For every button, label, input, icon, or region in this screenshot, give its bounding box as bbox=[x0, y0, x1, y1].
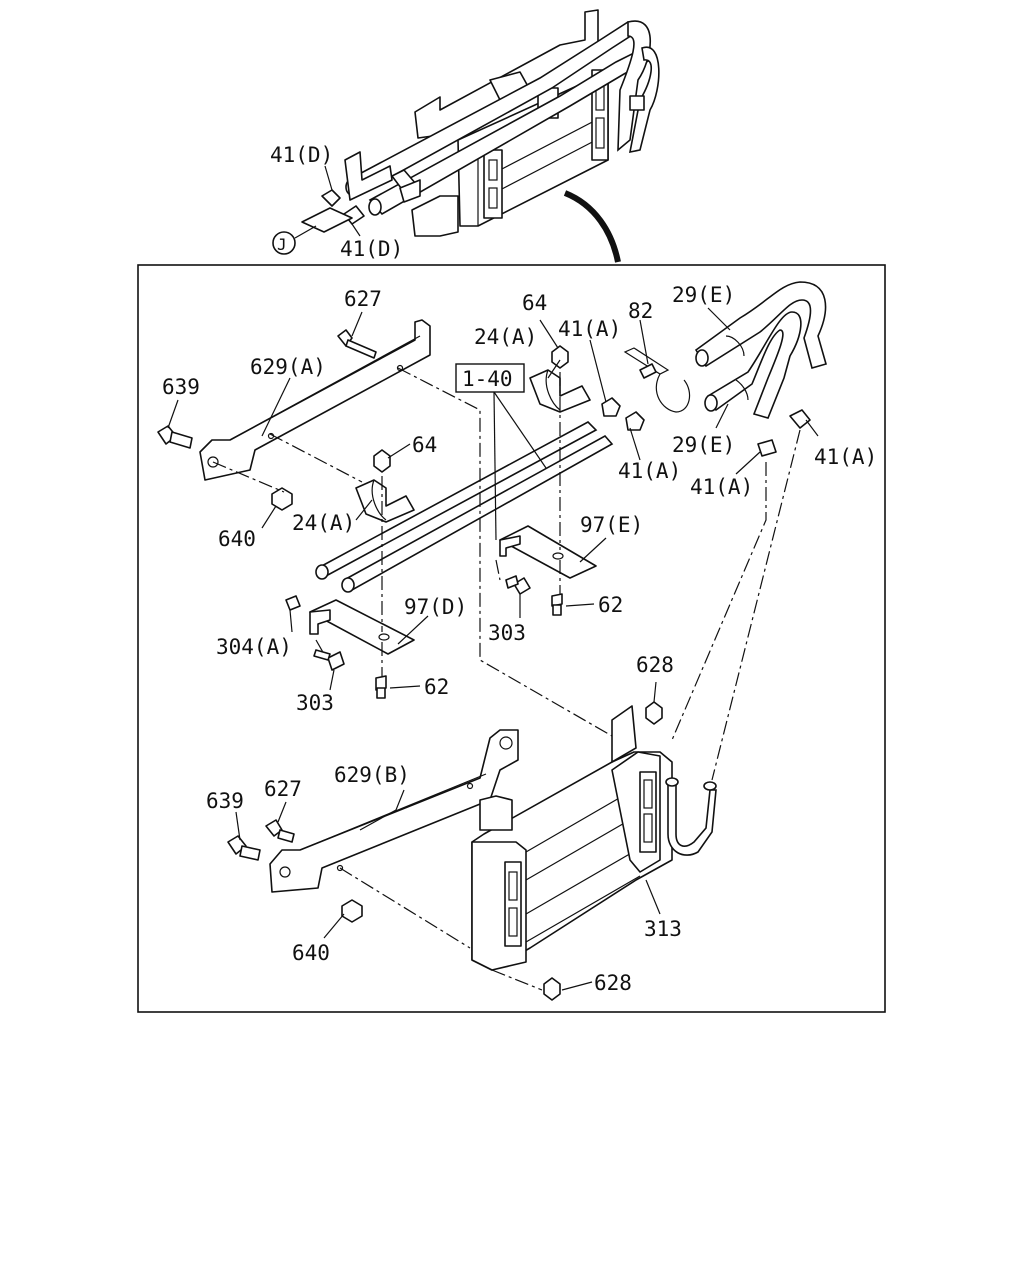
oil-cooler-313 bbox=[471, 705, 717, 971]
label-41d-top: 41(D) bbox=[270, 143, 333, 167]
label-29e-top: 29(E) bbox=[672, 283, 735, 307]
label-629b: 629(B) bbox=[334, 763, 410, 787]
label-ref-j: J bbox=[277, 235, 287, 254]
label-639-top: 639 bbox=[162, 375, 200, 399]
bolt-639-bottom bbox=[227, 835, 261, 861]
label-41d-bottom: 41(D) bbox=[340, 237, 403, 261]
bolt-627-bottom bbox=[265, 819, 295, 843]
overview-assembly bbox=[272, 9, 660, 263]
screw-303-b bbox=[313, 649, 345, 671]
label-303-a: 303 bbox=[488, 621, 526, 645]
label-41a-b: 41(A) bbox=[618, 459, 681, 483]
part-labels: 41(D) 41(D) J 627 629(A) 639 640 64 24(A… bbox=[162, 143, 877, 995]
clip-82 bbox=[623, 347, 691, 413]
nut-640-bottom bbox=[341, 899, 363, 923]
fitting-41a-1 bbox=[601, 397, 621, 417]
label-640-bottom: 640 bbox=[292, 941, 330, 965]
label-628-bottom: 628 bbox=[594, 971, 632, 995]
label-627-top: 627 bbox=[344, 287, 382, 311]
assembly-lines bbox=[212, 367, 801, 991]
label-629a: 629(A) bbox=[250, 355, 326, 379]
label-304a: 304(A) bbox=[216, 635, 292, 659]
bracket-97d bbox=[309, 599, 415, 655]
fitting-41a-2 bbox=[625, 411, 645, 431]
label-box-1-40 bbox=[455, 363, 525, 393]
fitting-41a-3 bbox=[757, 439, 777, 457]
label-62-b: 62 bbox=[424, 675, 449, 699]
bolt-627-top bbox=[337, 329, 377, 359]
bracket-629a bbox=[199, 319, 431, 481]
label-82: 82 bbox=[628, 299, 653, 323]
label-628-top: 628 bbox=[636, 653, 674, 677]
label-41a-d: 41(A) bbox=[814, 445, 877, 469]
label-1-40: 1-40 bbox=[462, 367, 513, 391]
pipe-assembly-1-40 bbox=[315, 421, 614, 593]
fitting-41a-4 bbox=[789, 409, 811, 429]
label-97d: 97(D) bbox=[404, 595, 467, 619]
nut-64-upper bbox=[551, 345, 569, 369]
label-64-lower: 64 bbox=[412, 433, 437, 457]
clamp-24a-lower bbox=[355, 479, 415, 523]
label-29e-bottom: 29(E) bbox=[672, 433, 735, 457]
label-41a-a: 41(A) bbox=[558, 317, 621, 341]
leader-lines bbox=[167, 307, 819, 991]
nut-628-top bbox=[645, 701, 663, 725]
label-64-upper: 64 bbox=[522, 291, 547, 315]
nut-628-bottom bbox=[543, 977, 561, 1001]
label-24a-lower: 24(A) bbox=[292, 511, 355, 535]
hose-set-29e bbox=[694, 281, 827, 419]
bolt-639-top bbox=[157, 425, 193, 449]
detail-frame bbox=[137, 264, 886, 1013]
screw-303-a bbox=[505, 575, 531, 595]
label-640-top: 640 bbox=[218, 527, 256, 551]
label-313: 313 bbox=[644, 917, 682, 941]
label-639-bottom: 639 bbox=[206, 789, 244, 813]
label-62-a: 62 bbox=[598, 593, 623, 617]
label-627-bottom: 627 bbox=[264, 777, 302, 801]
bracket-97e bbox=[499, 525, 597, 579]
label-24a-upper: 24(A) bbox=[474, 325, 537, 349]
label-97e: 97(E) bbox=[580, 513, 643, 537]
washer-304a bbox=[285, 595, 301, 611]
label-303-b: 303 bbox=[296, 691, 334, 715]
label-41a-c: 41(A) bbox=[690, 475, 753, 499]
nut-640-top bbox=[271, 487, 293, 511]
screw-62-a bbox=[551, 593, 563, 616]
screw-62-b bbox=[375, 675, 387, 699]
nut-64-lower bbox=[373, 449, 391, 473]
